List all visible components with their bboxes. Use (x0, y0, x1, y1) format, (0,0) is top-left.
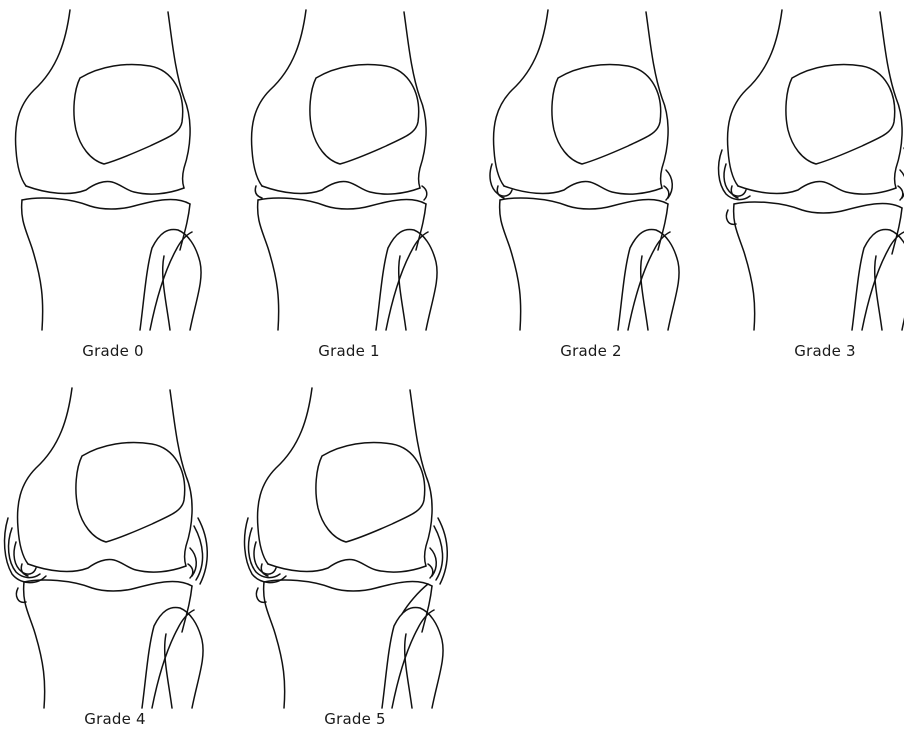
fibula-inner (641, 256, 648, 330)
patella-outline (786, 65, 895, 165)
knee-panel-grade-1: Grade 1 (236, 0, 462, 365)
osteophyte-medial-large (434, 526, 443, 580)
fibula-inner (399, 256, 406, 330)
fibula-head (618, 230, 679, 330)
femoral-condyles (504, 181, 662, 194)
fibula-overlap (862, 232, 904, 330)
femur-medial-outline (170, 390, 192, 566)
fibula-head (852, 230, 904, 330)
tibia-lateral-outline (264, 582, 285, 708)
osteophyte-medial-small (422, 186, 427, 200)
fibula-inner (405, 634, 412, 708)
grade-caption: Grade 4 (2, 710, 228, 728)
femur-lateral-outline (252, 10, 306, 186)
fibula-overlap (150, 232, 192, 330)
grade-caption: Grade 1 (236, 342, 462, 360)
patella-outline (310, 65, 419, 165)
femoral-condyles (26, 181, 184, 194)
knee-drawing (236, 0, 462, 335)
fibula-overlap (152, 610, 194, 708)
osteophyte-medial-large (194, 526, 203, 580)
tibia-lateral-outline (500, 200, 521, 330)
knee-drawing (2, 378, 228, 713)
tibia-lateral-outline (734, 204, 755, 330)
patella-outline (552, 65, 661, 165)
femur-medial-outline (168, 12, 190, 188)
femur-medial-outline (646, 12, 668, 188)
femur-medial-outline (880, 12, 902, 188)
knee-panel-grade-2: Grade 2 (478, 0, 704, 365)
femur-lateral-outline (494, 10, 548, 186)
osteophyte-lateral-small (255, 186, 262, 198)
fibula-overlap (392, 610, 434, 708)
femoral-condyles (268, 559, 426, 572)
grade-caption: Grade 0 (0, 342, 226, 360)
fibula-overlap (386, 232, 428, 330)
fibula-inner (163, 256, 170, 330)
tibial-plateau (258, 198, 426, 209)
tibia-lateral-outline (258, 200, 279, 330)
tibial-plateau (264, 580, 432, 591)
fibula-head (376, 230, 437, 330)
fibula-inner (875, 256, 882, 330)
knee-drawing (478, 0, 704, 335)
femur-lateral-outline (258, 388, 312, 564)
femur-medial-outline (410, 390, 432, 566)
tibial-plateau (500, 198, 668, 209)
tibial-plateau (24, 580, 192, 591)
fibula-head (140, 230, 201, 330)
knee-panel-grade-4: Grade 4 (2, 378, 228, 743)
fibula-overlap (628, 232, 670, 330)
patella-outline (74, 65, 183, 165)
tibial-plateau (22, 198, 190, 209)
fibula-inner (165, 634, 172, 708)
tibia-medial-upper (658, 204, 668, 250)
tibia-lateral-outline (22, 200, 43, 330)
knee-drawing (712, 0, 904, 335)
femoral-condyles (28, 559, 186, 572)
grade-caption: Grade 3 (712, 342, 904, 360)
knee-panel-grade-3: Grade 3 (712, 0, 904, 365)
femur-medial-outline (404, 12, 426, 188)
fibula-head (142, 608, 203, 708)
tibial-plateau (734, 202, 902, 213)
fibula-head (382, 608, 443, 708)
tibia-medial-upper (416, 204, 426, 250)
femoral-condyles (262, 181, 420, 194)
knee-drawing (0, 0, 226, 335)
femoral-condyles (738, 181, 896, 194)
femur-lateral-outline (16, 10, 70, 186)
femur-lateral-outline (18, 388, 72, 564)
tibia-lateral-outline (24, 582, 45, 708)
grade-caption: Grade 2 (478, 342, 704, 360)
knee-panel-grade-0: Grade 0 (0, 0, 226, 365)
knee-drawing (242, 378, 468, 713)
knee-panel-grade-5: Grade 5 (242, 378, 468, 743)
femur-lateral-outline (728, 10, 782, 186)
grade-caption: Grade 5 (242, 710, 468, 728)
patella-outline (316, 443, 425, 543)
tibia-medial-upper (180, 204, 190, 250)
patella-outline (76, 443, 185, 543)
